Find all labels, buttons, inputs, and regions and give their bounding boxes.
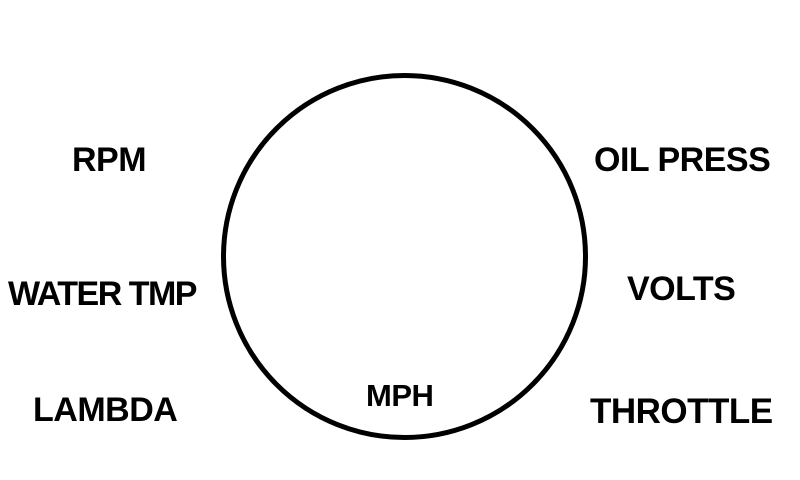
volts-gauge-label: VOLTS [627, 270, 736, 308]
oil-pressure-gauge-label: OIL PRESS [594, 141, 771, 179]
throttle-gauge-label: THROTTLE [590, 392, 773, 431]
lambda-gauge-label: LAMBDA [33, 391, 178, 429]
speed-gauge-label: MPH [366, 378, 434, 413]
speedometer-dial [221, 73, 588, 440]
rpm-gauge-label: RPM [72, 141, 147, 179]
water-temp-gauge-label: WATER TMP [8, 275, 197, 313]
